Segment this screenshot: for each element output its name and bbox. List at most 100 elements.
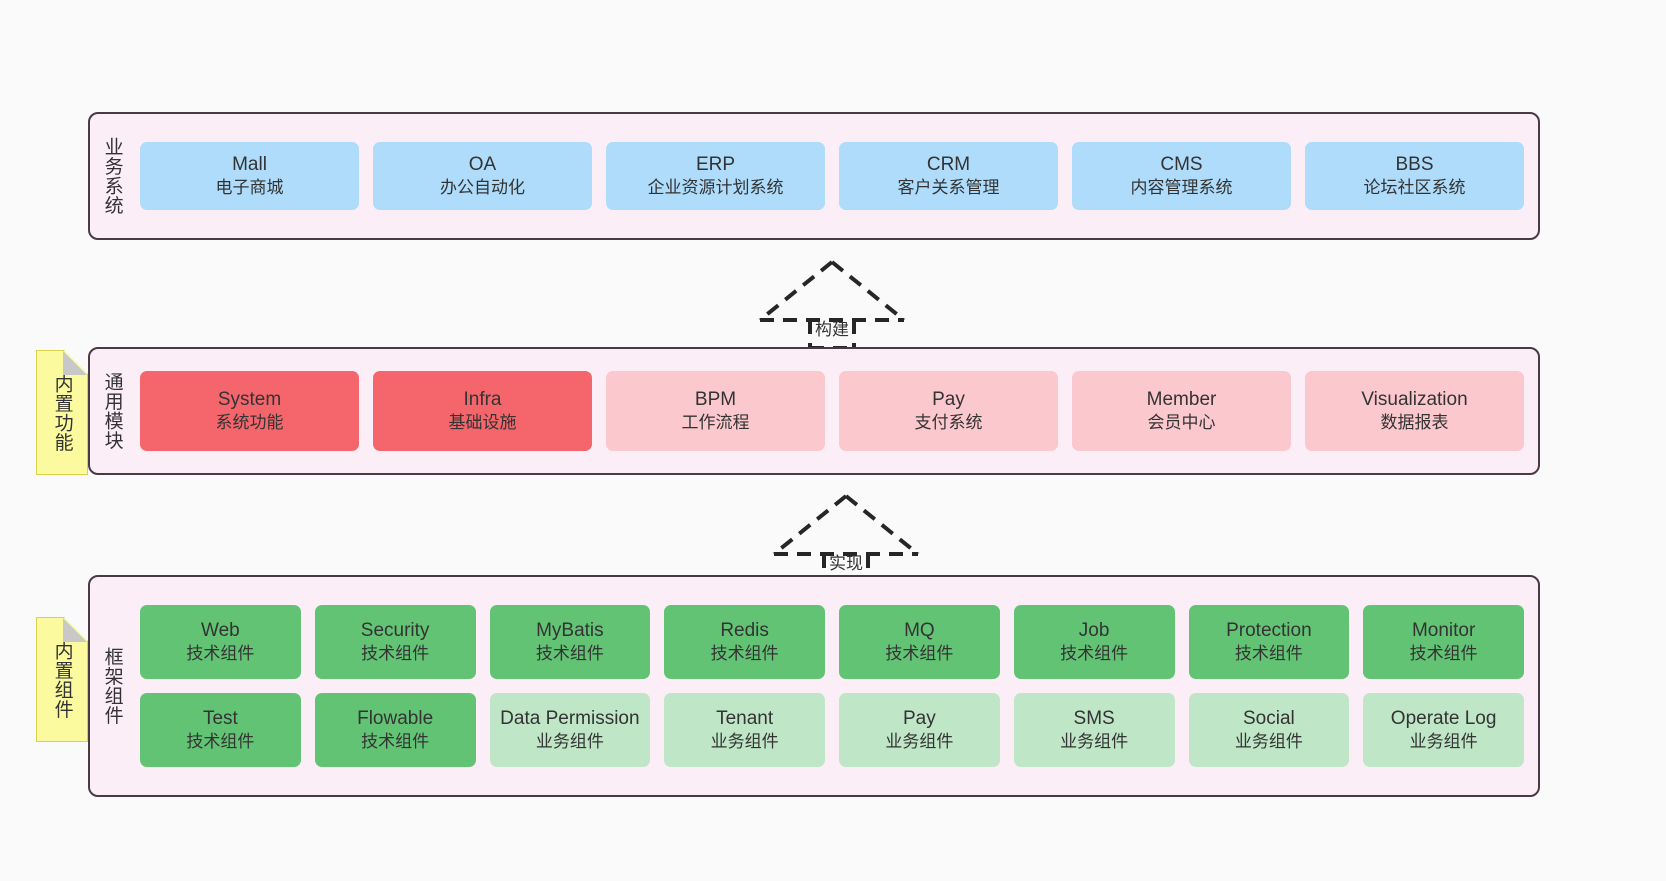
node-title: Pay	[903, 708, 936, 730]
node-visualization[interactable]: Visualization 数据报表	[1305, 371, 1524, 451]
node-subtitle: 会员中心	[1147, 413, 1216, 433]
node-subtitle: 技术组件	[885, 644, 954, 664]
node-subtitle: 技术组件	[1060, 644, 1129, 664]
node-subtitle: 业务组件	[535, 732, 604, 752]
node-operate-log[interactable]: Operate Log 业务组件	[1363, 693, 1524, 767]
node-title: CMS	[1160, 154, 1203, 176]
node-oa[interactable]: OA 办公自动化	[373, 142, 592, 210]
layer-body-business-system: Mall 电子商城 OA 办公自动化 ERP 企业资源计划系统 CRM 客户关系…	[134, 114, 1538, 238]
node-title: Test	[202, 708, 238, 730]
node-member[interactable]: Member 会员中心	[1072, 371, 1291, 451]
node-subtitle: 基础设施	[448, 413, 517, 433]
connector-label-build: 构建	[815, 320, 849, 339]
node-crm[interactable]: CRM 客户关系管理	[839, 142, 1058, 210]
node-social[interactable]: Social 业务组件	[1188, 693, 1350, 767]
layer-body-common-module: System 系统功能 Infra 基础设施 BPM 工作流程 Pay 支付系统…	[134, 349, 1538, 473]
node-title: Mall	[232, 154, 267, 176]
node-title: ERP	[695, 154, 736, 176]
node-pay-module[interactable]: Pay 支付系统	[839, 371, 1058, 451]
node-subtitle: 内容管理系统	[1130, 178, 1233, 198]
connector-label-realize: 实现	[829, 554, 863, 573]
node-cms[interactable]: CMS 内容管理系统	[1072, 142, 1291, 210]
node-subtitle: 数据报表	[1380, 413, 1449, 433]
node-title: MQ	[904, 620, 935, 642]
note-builtin-components[interactable]: 内置组件	[36, 617, 88, 742]
layer-business-system[interactable]: 业务系统 Mall 电子商城 OA 办公自动化 ERP 企业资源计划系统 CRM…	[88, 112, 1540, 240]
node-subtitle: 技术组件	[361, 644, 430, 664]
node-subtitle: 工作流程	[681, 413, 750, 433]
node-subtitle: 业务组件	[1060, 732, 1129, 752]
node-title: Pay	[932, 389, 965, 411]
note-label: 内置功能	[51, 373, 73, 452]
node-title: Social	[1243, 708, 1295, 730]
layer-common-module[interactable]: 通用模块 System 系统功能 Infra 基础设施 BPM 工作流程 Pay…	[88, 347, 1540, 475]
node-pay-component[interactable]: Pay 业务组件	[839, 693, 1000, 767]
connector-realize: 实现	[771, 492, 921, 584]
node-title: SMS	[1073, 708, 1115, 730]
node-tenant[interactable]: Tenant 业务组件	[664, 693, 825, 767]
layer-framework-component[interactable]: 框架组件 Web 技术组件 Security 技术组件 MyBatis 技术组件…	[88, 575, 1540, 797]
node-subtitle: 电子商城	[215, 178, 284, 198]
node-subtitle: 客户关系管理	[897, 178, 1000, 198]
node-protection[interactable]: Protection 技术组件	[1188, 605, 1350, 679]
node-row: System 系统功能 Infra 基础设施 BPM 工作流程 Pay 支付系统…	[140, 371, 1524, 451]
node-security[interactable]: Security 技术组件	[314, 605, 476, 679]
node-row: Test 技术组件 Flowable 技术组件 Data Permission …	[140, 693, 1524, 767]
node-system[interactable]: System 系统功能	[140, 371, 359, 451]
node-test[interactable]: Test 技术组件	[140, 693, 301, 767]
node-title: BPM	[694, 389, 737, 411]
node-web[interactable]: Web 技术组件	[140, 605, 301, 679]
node-title: Job	[1078, 620, 1110, 642]
node-redis[interactable]: Redis 技术组件	[664, 605, 825, 679]
node-title: Visualization	[1361, 389, 1468, 411]
node-subtitle: 业务组件	[710, 732, 779, 752]
layer-title-common-module: 通用模块	[101, 372, 123, 450]
node-row: Web 技术组件 Security 技术组件 MyBatis 技术组件 Redi…	[140, 605, 1524, 679]
layer-body-framework-component: Web 技术组件 Security 技术组件 MyBatis 技术组件 Redi…	[134, 577, 1538, 795]
layer-title-framework-component: 框架组件	[101, 647, 123, 725]
node-subtitle: 业务组件	[885, 732, 954, 752]
node-title: System	[217, 389, 282, 411]
node-subtitle: 技术组件	[710, 644, 779, 664]
node-title: Tenant	[716, 708, 774, 730]
node-title: Data Permission	[500, 708, 640, 730]
node-title: Member	[1146, 389, 1217, 411]
node-subtitle: 技术组件	[1234, 644, 1303, 664]
node-subtitle: 技术组件	[361, 732, 430, 752]
node-subtitle: 技术组件	[535, 644, 604, 664]
node-title: OA	[468, 154, 497, 176]
node-title: MyBatis	[536, 620, 604, 642]
node-mall[interactable]: Mall 电子商城	[140, 142, 359, 210]
node-flowable[interactable]: Flowable 技术组件	[314, 693, 476, 767]
node-mq[interactable]: MQ 技术组件	[839, 605, 1000, 679]
node-monitor[interactable]: Monitor 技术组件	[1363, 605, 1524, 679]
node-bbs[interactable]: BBS 论坛社区系统	[1305, 142, 1524, 210]
note-label: 内置组件	[51, 640, 73, 719]
note-fold-corner-icon	[63, 351, 87, 375]
node-job[interactable]: Job 技术组件	[1013, 605, 1175, 679]
node-title: Protection	[1226, 620, 1312, 642]
node-erp[interactable]: ERP 企业资源计划系统	[606, 142, 825, 210]
node-title: BBS	[1395, 154, 1434, 176]
node-subtitle: 论坛社区系统	[1363, 178, 1466, 198]
connector-build: 构建	[757, 258, 907, 350]
node-subtitle: 支付系统	[914, 413, 983, 433]
node-subtitle: 企业资源计划系统	[647, 178, 784, 198]
node-bpm[interactable]: BPM 工作流程	[606, 371, 825, 451]
node-title: Flowable	[357, 708, 434, 730]
node-mybatis[interactable]: MyBatis 技术组件	[489, 605, 651, 679]
node-subtitle: 业务组件	[1409, 732, 1478, 752]
node-subtitle: 技术组件	[186, 644, 255, 664]
node-infra[interactable]: Infra 基础设施	[373, 371, 592, 451]
node-sms[interactable]: SMS 业务组件	[1013, 693, 1175, 767]
node-subtitle: 系统功能	[215, 413, 284, 433]
node-row: Mall 电子商城 OA 办公自动化 ERP 企业资源计划系统 CRM 客户关系…	[140, 142, 1524, 210]
node-data-permission[interactable]: Data Permission 业务组件	[489, 693, 651, 767]
note-builtin-features[interactable]: 内置功能	[36, 350, 88, 475]
node-subtitle: 办公自动化	[440, 178, 525, 198]
node-title: Web	[201, 620, 240, 642]
layer-title-business-system: 业务系统	[101, 137, 123, 215]
node-title: CRM	[926, 154, 971, 176]
node-title: Operate Log	[1390, 708, 1497, 730]
